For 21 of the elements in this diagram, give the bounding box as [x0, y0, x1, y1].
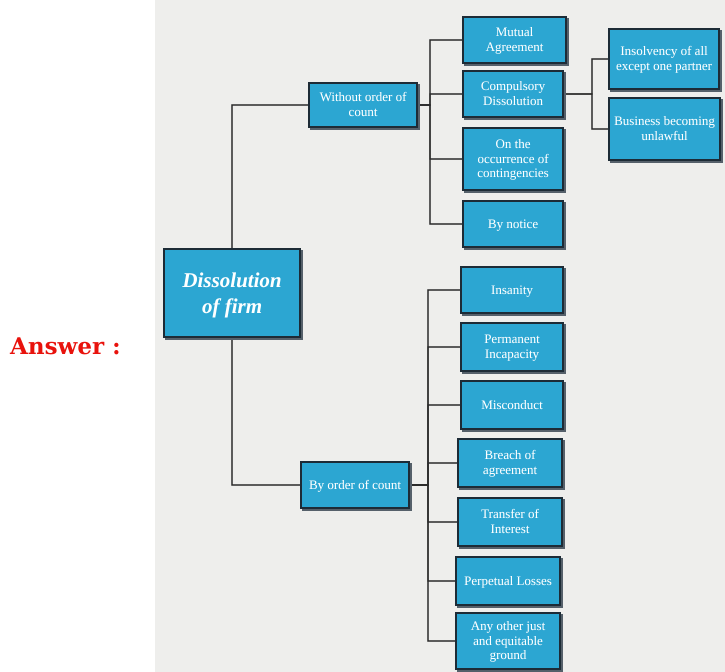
category-box: Transfer of Interest: [457, 497, 563, 547]
category-box: Mutual Agreement: [462, 16, 567, 64]
category-box: Insanity: [460, 266, 564, 314]
category-box: Insolvency of all except one partner: [608, 28, 720, 90]
category-box: Any other just and equitable ground: [455, 612, 561, 670]
connector-line: [231, 337, 300, 486]
category-box: Without order of count: [308, 82, 418, 128]
category-box: Breach of agreement: [457, 438, 563, 488]
connector-line: [231, 104, 308, 249]
answer-label: Answer :: [10, 333, 121, 360]
root-box: Dissolution of firm: [163, 248, 301, 338]
category-box: Business becoming unlawful: [608, 97, 721, 161]
category-box: By order of count: [300, 461, 410, 509]
category-box: Compulsory Dissolution: [462, 70, 564, 118]
category-box: Misconduct: [460, 380, 564, 430]
connector-line: [418, 104, 462, 225]
category-box: On the occurrence of contingencies: [462, 127, 564, 191]
category-box: Permanent Incapacity: [460, 322, 564, 372]
connector-line: [410, 484, 455, 642]
category-box: By notice: [462, 200, 564, 248]
category-box: Perpetual Losses: [455, 556, 561, 606]
